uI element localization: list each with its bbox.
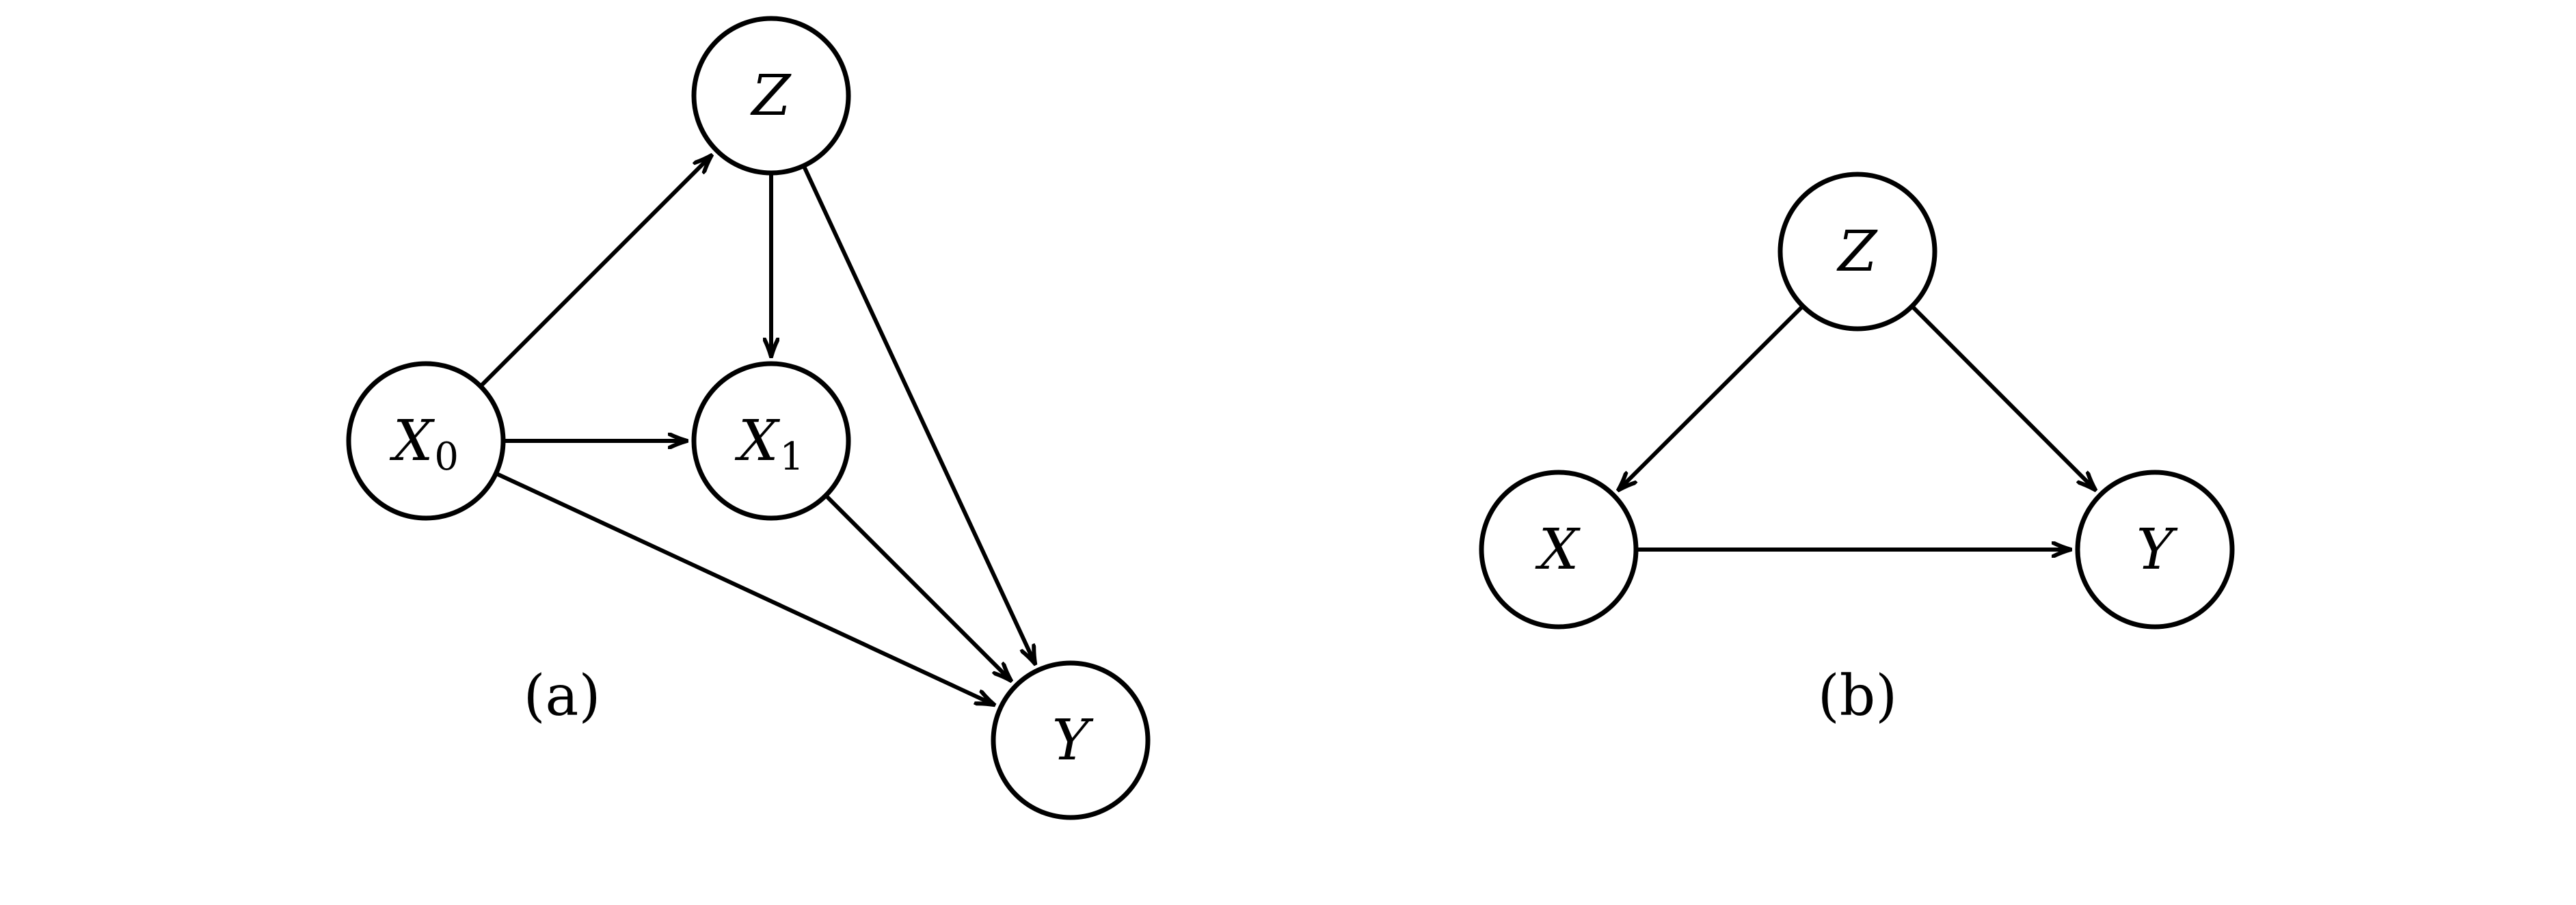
edge-z-to-x [1618,304,1805,490]
edge-x0-to-y [495,471,994,705]
node-label-main: X [389,409,435,474]
node-label-main: Z [1836,219,1879,284]
edge-x1-to-y [824,494,1011,681]
edge-x0-to-z [479,155,712,388]
node-label-main: X [1535,517,1581,582]
node-label: X1 [734,409,804,479]
edge-z-to-y [801,165,1036,664]
node-circle [1479,470,1639,630]
node-label-subscript: 1 [779,435,804,479]
node-label-subscript: 0 [434,435,459,479]
node-label: Z [750,64,792,129]
node-circle [2075,470,2235,630]
node-circle [991,660,1151,820]
diagram-a-edges [479,155,1036,705]
node-label-main: Z [750,64,792,129]
node-label: Z [1836,219,1879,284]
diagram-b: Z X Y (b) [1479,172,2235,729]
diagram-b-caption: (b) [1818,664,1897,729]
node-x0: X0 [346,361,506,521]
node-x: X [1479,470,1639,630]
node-label: X [1535,517,1581,582]
node-circle [346,361,506,521]
diagram-b-edges [1618,304,2095,550]
node-y: Y [991,660,1151,820]
diagram-b-nodes: Z X Y [1479,172,2235,630]
node-z: Z [1777,172,1937,332]
node-label: Y [1052,708,1094,773]
node-label-main: Y [2136,517,2178,582]
node-z: Z [691,16,851,176]
node-x1: X1 [691,361,851,521]
node-label-main: Y [1052,708,1094,773]
node-label-main: X [734,409,781,474]
node-label: X0 [389,409,459,479]
node-circle [691,361,851,521]
node-y: Y [2075,470,2235,630]
node-label: Y [2136,517,2178,582]
node-circle [1777,172,1937,332]
diagram-a-caption: (a) [524,664,601,729]
edge-z-to-y [1910,304,2095,490]
node-circle [691,16,851,176]
